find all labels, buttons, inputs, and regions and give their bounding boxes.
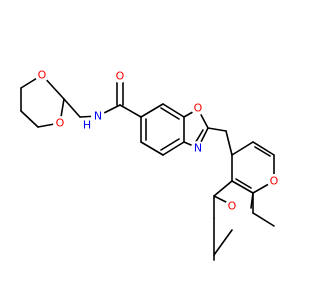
atom-dioxane-oxygen-top: O <box>38 69 47 82</box>
bond <box>140 141 164 156</box>
bond <box>140 103 164 118</box>
atom-labels: O N H O O O N O O <box>35 68 281 213</box>
bond <box>160 107 180 120</box>
bond <box>162 141 185 156</box>
atom-amide-nitrogen: N <box>94 110 102 123</box>
bond <box>207 127 227 132</box>
atom-methoxy-oxygen-3: O <box>228 200 237 213</box>
bond <box>20 110 39 128</box>
atom-amide-hydrogen: H <box>83 119 91 132</box>
bond <box>213 229 233 256</box>
bond <box>231 141 254 156</box>
bond <box>252 141 275 156</box>
bond <box>162 103 185 118</box>
bond <box>63 98 81 118</box>
bond <box>160 138 180 151</box>
bond <box>254 146 271 157</box>
bond <box>119 104 142 118</box>
atom-oxazole-oxygen: O <box>194 102 203 115</box>
bonds <box>20 74 277 261</box>
atom-methoxy-oxygen-4: O <box>270 175 279 188</box>
bond <box>252 212 275 227</box>
atom-dioxane-oxygen-bottom: O <box>56 117 65 130</box>
bond <box>213 180 233 197</box>
atom-oxazole-nitrogen: N <box>194 142 202 155</box>
bond <box>225 130 233 156</box>
structure-svg: O N H O O O N O O <box>20 68 281 261</box>
atom-amide-oxygen: O <box>116 70 125 83</box>
bond <box>235 178 252 189</box>
bond <box>231 180 254 194</box>
molecule-diagram: O N H O O O N O O <box>20 68 281 261</box>
